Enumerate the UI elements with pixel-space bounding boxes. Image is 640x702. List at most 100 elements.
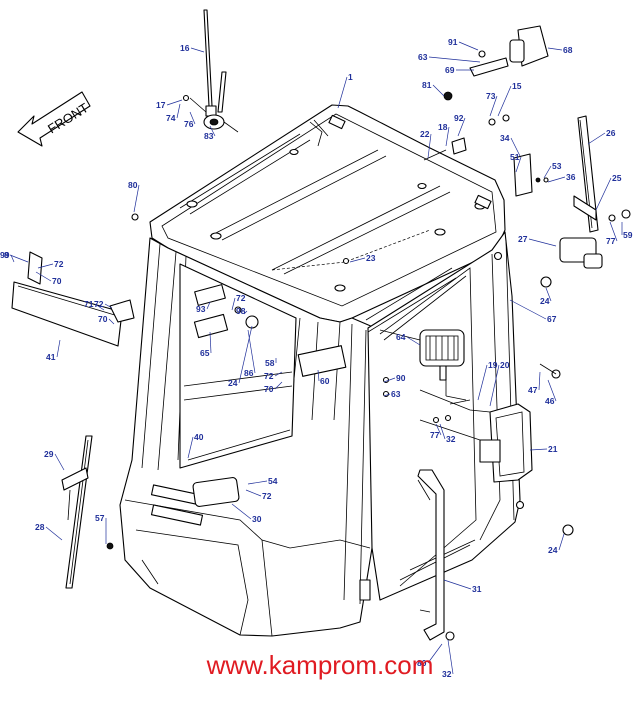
leader-line-72	[245, 489, 262, 497]
leader-line-15	[497, 85, 512, 117]
callout-83: 83	[204, 131, 214, 141]
callout-24: 24	[228, 378, 238, 388]
callout-92: 92	[454, 113, 464, 123]
leader-line-29	[54, 453, 65, 471]
leader-line-24	[545, 287, 552, 302]
leader-line-80	[133, 184, 140, 213]
callout-15: 15	[512, 81, 522, 91]
leader-line-71	[94, 303, 105, 311]
callout-19: 19	[488, 360, 498, 370]
leader-line-46	[547, 379, 557, 402]
callout-69: 69	[445, 65, 455, 75]
interior-components	[192, 284, 347, 507]
callout-93: 93	[196, 304, 206, 314]
callout-86: 86	[244, 368, 254, 378]
callout-53: 53	[552, 161, 562, 171]
leader-line-24	[238, 325, 253, 384]
leader-line-77	[609, 221, 618, 242]
leader-line-40	[187, 436, 194, 459]
callout-65: 65	[200, 348, 210, 358]
callout-24: 24	[540, 296, 550, 306]
leader-line-72	[231, 297, 236, 311]
callout-71: 71	[84, 299, 94, 309]
callout-98: 98	[236, 306, 246, 316]
leader-line-63	[383, 393, 391, 397]
callout-41: 41	[46, 352, 56, 362]
callout-1: 1	[348, 72, 353, 82]
callout-91: 91	[448, 37, 458, 47]
callout-81: 81	[422, 80, 432, 90]
callout-34: 34	[500, 133, 510, 143]
leader-line-72	[37, 263, 54, 269]
leader-line-99	[10, 254, 15, 263]
leader-line-21	[529, 448, 548, 451]
callout-77: 77	[430, 430, 440, 440]
leader-line-83	[209, 125, 216, 137]
watermark: www.kamprom.com	[206, 650, 434, 680]
leader-line-70	[274, 381, 283, 390]
callout-63: 63	[418, 52, 428, 62]
leader-line-91	[458, 41, 479, 51]
leader-line-63	[428, 56, 481, 63]
leader-line-76	[189, 111, 196, 125]
leader-line-53	[543, 165, 552, 179]
cab-roof	[149, 104, 506, 323]
callout-63: 63	[391, 389, 401, 399]
leader-line-77	[435, 423, 442, 436]
leader-line-23	[349, 257, 366, 263]
leader-line-92	[457, 117, 466, 137]
callout-73: 73	[486, 91, 496, 101]
leader-line-32	[439, 423, 446, 440]
leader-line-26	[587, 132, 606, 145]
callout-72: 72	[264, 371, 274, 381]
leader-line-54	[247, 480, 268, 485]
callout-80: 80	[128, 180, 138, 190]
leader-line-19	[477, 364, 488, 401]
callout-59: 59	[623, 230, 633, 240]
callout-23: 23	[366, 253, 376, 263]
callout-46: 46	[545, 396, 555, 406]
leader-line-60	[317, 369, 320, 382]
leader-line-17	[166, 99, 183, 106]
callout-70: 70	[264, 384, 274, 394]
leader-line-86	[247, 329, 256, 374]
callout-70: 70	[52, 276, 62, 286]
callout-31: 31	[472, 584, 482, 594]
callout-72: 72	[54, 259, 64, 269]
callout-74: 74	[166, 113, 176, 123]
leader-line-18	[445, 126, 450, 147]
callout-47: 47	[528, 385, 538, 395]
leader-line-22	[427, 133, 432, 159]
leader-line-67	[509, 299, 547, 320]
leader-line-31	[443, 579, 472, 590]
leader-line-25	[595, 177, 612, 211]
leader-line-20	[489, 364, 500, 407]
leader-line-1	[337, 76, 348, 109]
callout-58: 58	[265, 358, 275, 368]
leader-line-70	[35, 271, 52, 282]
callout-22: 22	[420, 129, 430, 139]
leader-line-65	[209, 331, 212, 354]
callout-8: 8	[4, 250, 9, 260]
rear-work-light	[379, 329, 465, 396]
leader-line-30	[231, 503, 252, 520]
callout-70: 70	[98, 314, 108, 324]
callout-40: 40	[194, 432, 204, 442]
callout-20: 20	[500, 360, 510, 370]
leader-line-74	[176, 103, 181, 119]
fasteners	[106, 114, 574, 641]
cab-body	[119, 237, 381, 637]
callout-28: 28	[35, 522, 45, 532]
callout-80: 80	[417, 658, 427, 668]
callout-30: 30	[252, 514, 262, 524]
leader-line-72	[274, 371, 283, 377]
cab-rear-frame	[365, 231, 525, 601]
callout-25: 25	[612, 173, 622, 183]
callout-72: 72	[262, 491, 272, 501]
callout-21: 21	[548, 444, 558, 454]
callout-18: 18	[438, 122, 448, 132]
callout-72: 72	[236, 293, 246, 303]
callout-24: 24	[548, 545, 558, 555]
leader-line-28	[45, 526, 63, 541]
